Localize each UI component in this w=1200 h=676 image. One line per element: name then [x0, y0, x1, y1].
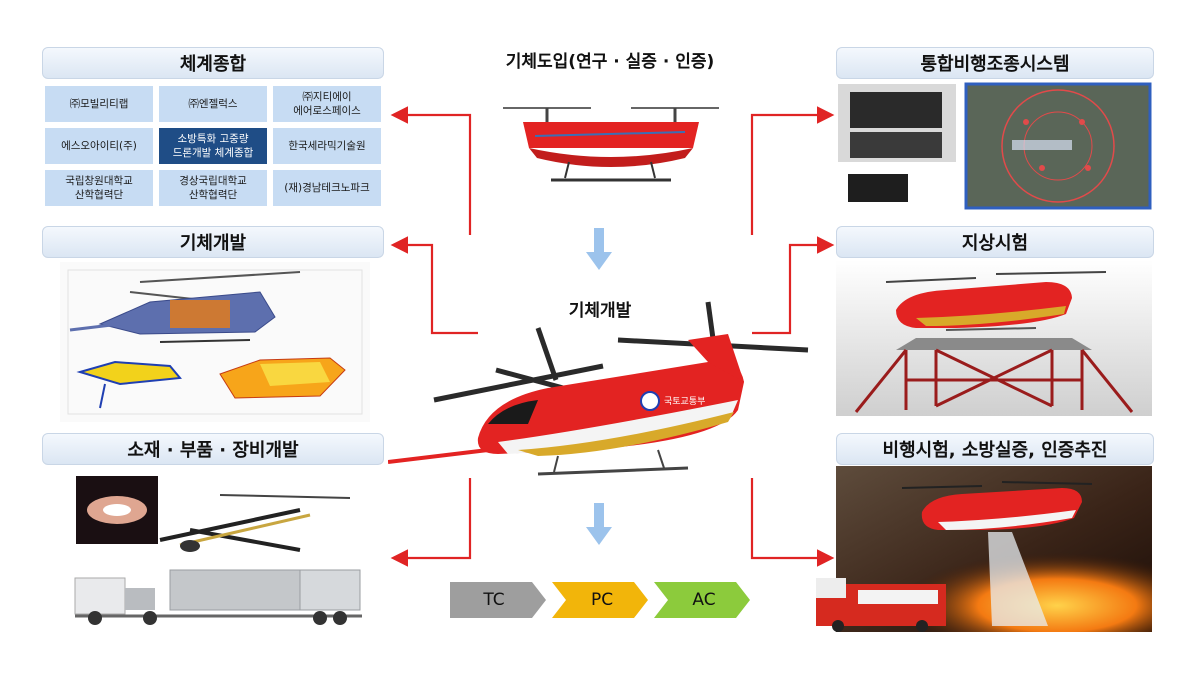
consortium-header: 체계종합	[42, 47, 384, 79]
consortium-cell: 국립창원대학교 산학협력단	[45, 170, 153, 206]
consortium-cell: ㈜엔젤럭스	[159, 86, 267, 122]
stage-tc-shape	[450, 582, 546, 618]
stage-tc-label: TC	[483, 590, 505, 610]
consortium-title: 체계종합	[179, 54, 247, 75]
flight-control-header: 통합비행조종시스템	[836, 47, 1154, 79]
center-top-title: 기체도입(연구 · 실증 · 인증)	[505, 52, 715, 72]
flight-control-image	[838, 82, 1152, 210]
materials-dev-title: 소재 · 부품 · 장비개발	[127, 440, 299, 461]
stage-ac-label: AC	[692, 590, 716, 610]
stage-pc-shape	[552, 582, 648, 618]
arrow-to-flight-test	[750, 478, 835, 567]
materials-dev-header: 소재 · 부품 · 장비개발	[42, 433, 384, 465]
arrow-to-flight-control	[750, 106, 835, 235]
airframe-dev-title: 기체개발	[179, 233, 247, 254]
consortium-cell: (재)경남테크노파크	[273, 170, 381, 206]
flight-test-title: 비행시험, 소방실증, 인증추진	[882, 440, 1108, 461]
consortium-cell: 에스오아이티(주)	[45, 128, 153, 164]
arrow-to-consortium	[390, 106, 472, 235]
consortium-cell: ㈜모빌리티랩	[45, 86, 153, 122]
flight-control-title: 통합비행조종시스템	[920, 54, 1070, 75]
arrow-to-ground-test	[752, 236, 835, 335]
airframe-cad-image	[60, 262, 370, 422]
down-arrow-icon	[586, 503, 612, 545]
consortium-cell-lead: 소방특화 고중량 드론개발 체계종합	[159, 128, 267, 164]
materials-image	[74, 476, 362, 625]
drone-image	[503, 107, 719, 182]
flight-test-header: 비행시험, 소방실증, 인증추진	[836, 433, 1154, 465]
flight-test-image	[816, 466, 1152, 632]
airframe-dev-header: 기체개발	[42, 226, 384, 258]
down-arrow-icon	[586, 228, 612, 270]
arrow-to-materials	[390, 478, 472, 567]
ground-test-header: 지상시험	[836, 226, 1154, 258]
consortium-cell: 한국세라믹기술원	[273, 128, 381, 164]
consortium-cell: ㈜지티에이 에어로스페이스	[273, 86, 381, 122]
main-helicopter-image: 국토교통부	[388, 301, 809, 476]
stage-ac-shape	[654, 582, 750, 618]
stage-pc-label: PC	[590, 590, 614, 610]
ground-test-title: 지상시험	[961, 233, 1029, 254]
consortium-cell: 경상국립대학교 산학협력단	[159, 170, 267, 206]
ground-test-image	[836, 260, 1152, 416]
arrow-to-airframe-dev	[390, 236, 478, 335]
center-mid-title: 기체개발	[568, 301, 632, 321]
helicopter-label: 국토교통부	[664, 396, 705, 407]
